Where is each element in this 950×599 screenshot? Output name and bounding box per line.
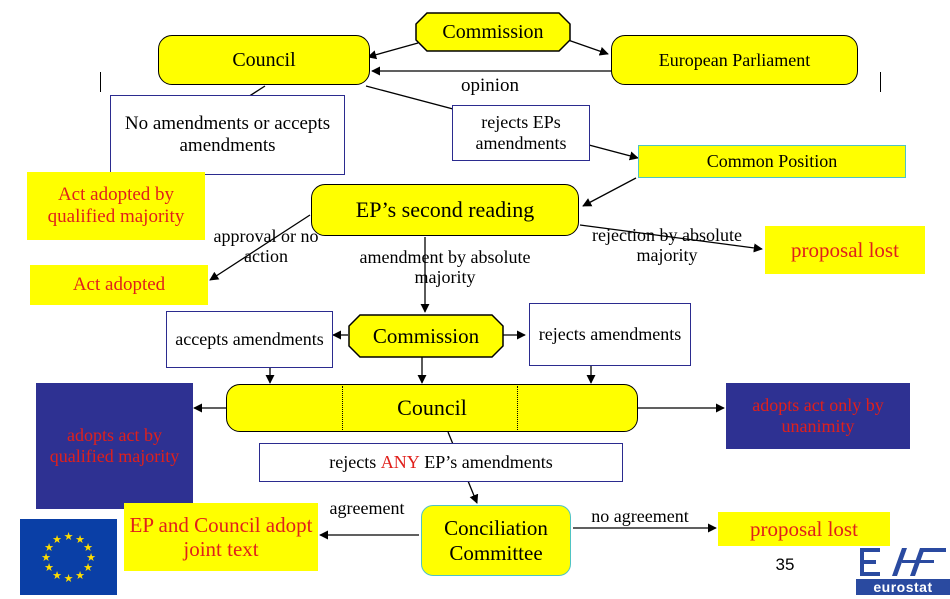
- adopts-unanimity-node: adopts act only by unanimity: [726, 383, 910, 449]
- rejects-eps-label: rejects EPs amendments: [475, 112, 567, 153]
- svg-text:★: ★: [64, 530, 74, 543]
- agreement-label: agreement: [329, 498, 405, 518]
- no-amendments-node: No amendments or accepts amendments: [110, 95, 345, 175]
- ep-second-reading-node: EP’s second reading: [311, 184, 579, 236]
- arrow-common-position-to-ep-second: [582, 177, 637, 207]
- conciliation-committee-node: Conciliation Committee: [421, 505, 571, 576]
- council-top-node: Council: [158, 35, 370, 85]
- adopts-qualified-node: adopts act by qualified majority: [36, 383, 193, 509]
- rejects-any-prefix: rejects: [329, 452, 377, 473]
- amendment-abs-label: amendment by absolute majority: [359, 247, 531, 287]
- svg-text:★: ★: [86, 551, 96, 564]
- arrow-commission-to-council: [367, 42, 419, 60]
- right-edge-tick: [880, 72, 881, 92]
- rejects-any-suffix: EP’s amendments: [424, 452, 553, 473]
- svg-text:★: ★: [41, 551, 51, 564]
- left-edge-tick: [100, 72, 101, 92]
- commission-top-label: Commission: [442, 20, 544, 43]
- eu-flag-icon: ★ ★ ★ ★ ★ ★ ★ ★ ★ ★ ★ ★: [20, 519, 117, 595]
- arrow-ep-second-to-act-adopted: [209, 214, 311, 281]
- svg-text:★: ★: [83, 561, 93, 574]
- svg-text:★: ★: [83, 541, 93, 554]
- rejection-abs-label: rejection by absolute majority: [592, 225, 742, 265]
- proposal-lost-2-label: proposal lost: [750, 516, 858, 541]
- council-top-label: Council: [232, 48, 296, 71]
- svg-text:★: ★: [64, 572, 74, 585]
- no-amendments-label: No amendments or accepts amendments: [124, 113, 331, 156]
- page-number: 35: [775, 555, 795, 574]
- common-position-label: Common Position: [706, 151, 838, 172]
- council-mid-divider-left: [342, 386, 343, 430]
- commission-top-node: Commission: [415, 12, 571, 52]
- proposal-lost-2-node: proposal lost: [718, 512, 890, 546]
- proposal-lost-1-label: proposal lost: [791, 237, 899, 262]
- conciliation-committee-label: Conciliation Committee: [444, 516, 548, 565]
- ep-council-joint-node: EP and Council adopt joint text: [124, 503, 318, 571]
- adopts-qualified-label: adopts act by qualified majority: [49, 425, 180, 466]
- rejects-amendments-node: rejects amendments: [529, 303, 691, 366]
- adopts-unanimity-label: adopts act only by unanimity: [752, 395, 884, 436]
- svg-text:★: ★: [52, 533, 62, 546]
- council-mid-label: Council: [397, 395, 467, 421]
- arrow-ep-second-to-proposal-lost: [579, 224, 763, 253]
- ep-council-joint-label: EP and Council adopt joint text: [129, 512, 313, 561]
- council-mid-divider-right: [517, 386, 518, 430]
- rejects-eps-node: rejects EPs amendments: [452, 105, 590, 161]
- act-adopted-node: Act adopted: [30, 265, 208, 305]
- svg-text:★: ★: [75, 569, 85, 582]
- act-adopted-label: Act adopted: [72, 274, 166, 296]
- rejects-amendments-label: rejects amendments: [538, 324, 682, 345]
- european-parliament-label: European Parliament: [658, 49, 811, 70]
- ep-second-reading-label: EP’s second reading: [355, 197, 535, 223]
- council-mid-node: Council: [226, 384, 638, 432]
- proposal-lost-1-node: proposal lost: [765, 226, 925, 274]
- eurostat-logo-icon: eurostat: [856, 545, 950, 595]
- act-qualified-label: Act adopted by qualified majority: [47, 184, 185, 227]
- rejects-any-highlight: ANY: [380, 452, 420, 473]
- act-qualified-node: Act adopted by qualified majority: [27, 172, 205, 240]
- arrow-commission-to-parliament: [567, 39, 609, 56]
- european-parliament-node: European Parliament: [611, 35, 858, 85]
- svg-text:★: ★: [44, 541, 54, 554]
- rejects-any-node: rejects ANY EP’s amendments: [259, 443, 623, 482]
- svg-text:★: ★: [75, 533, 85, 546]
- approval-label: approval or no action: [213, 226, 319, 266]
- svg-text:★: ★: [44, 561, 54, 574]
- commission-mid-label: Commission: [372, 323, 480, 348]
- eurostat-logo-text: eurostat: [856, 579, 950, 595]
- accepts-amendments-label: accepts amendments: [175, 329, 324, 350]
- opinion-label: opinion: [460, 75, 520, 96]
- commission-mid-node: Commission: [348, 314, 504, 358]
- no-agreement-label: no agreement: [591, 506, 689, 526]
- svg-text:★: ★: [52, 569, 62, 582]
- common-position-node: Common Position: [638, 145, 906, 178]
- accepts-amendments-node: accepts amendments: [166, 311, 333, 368]
